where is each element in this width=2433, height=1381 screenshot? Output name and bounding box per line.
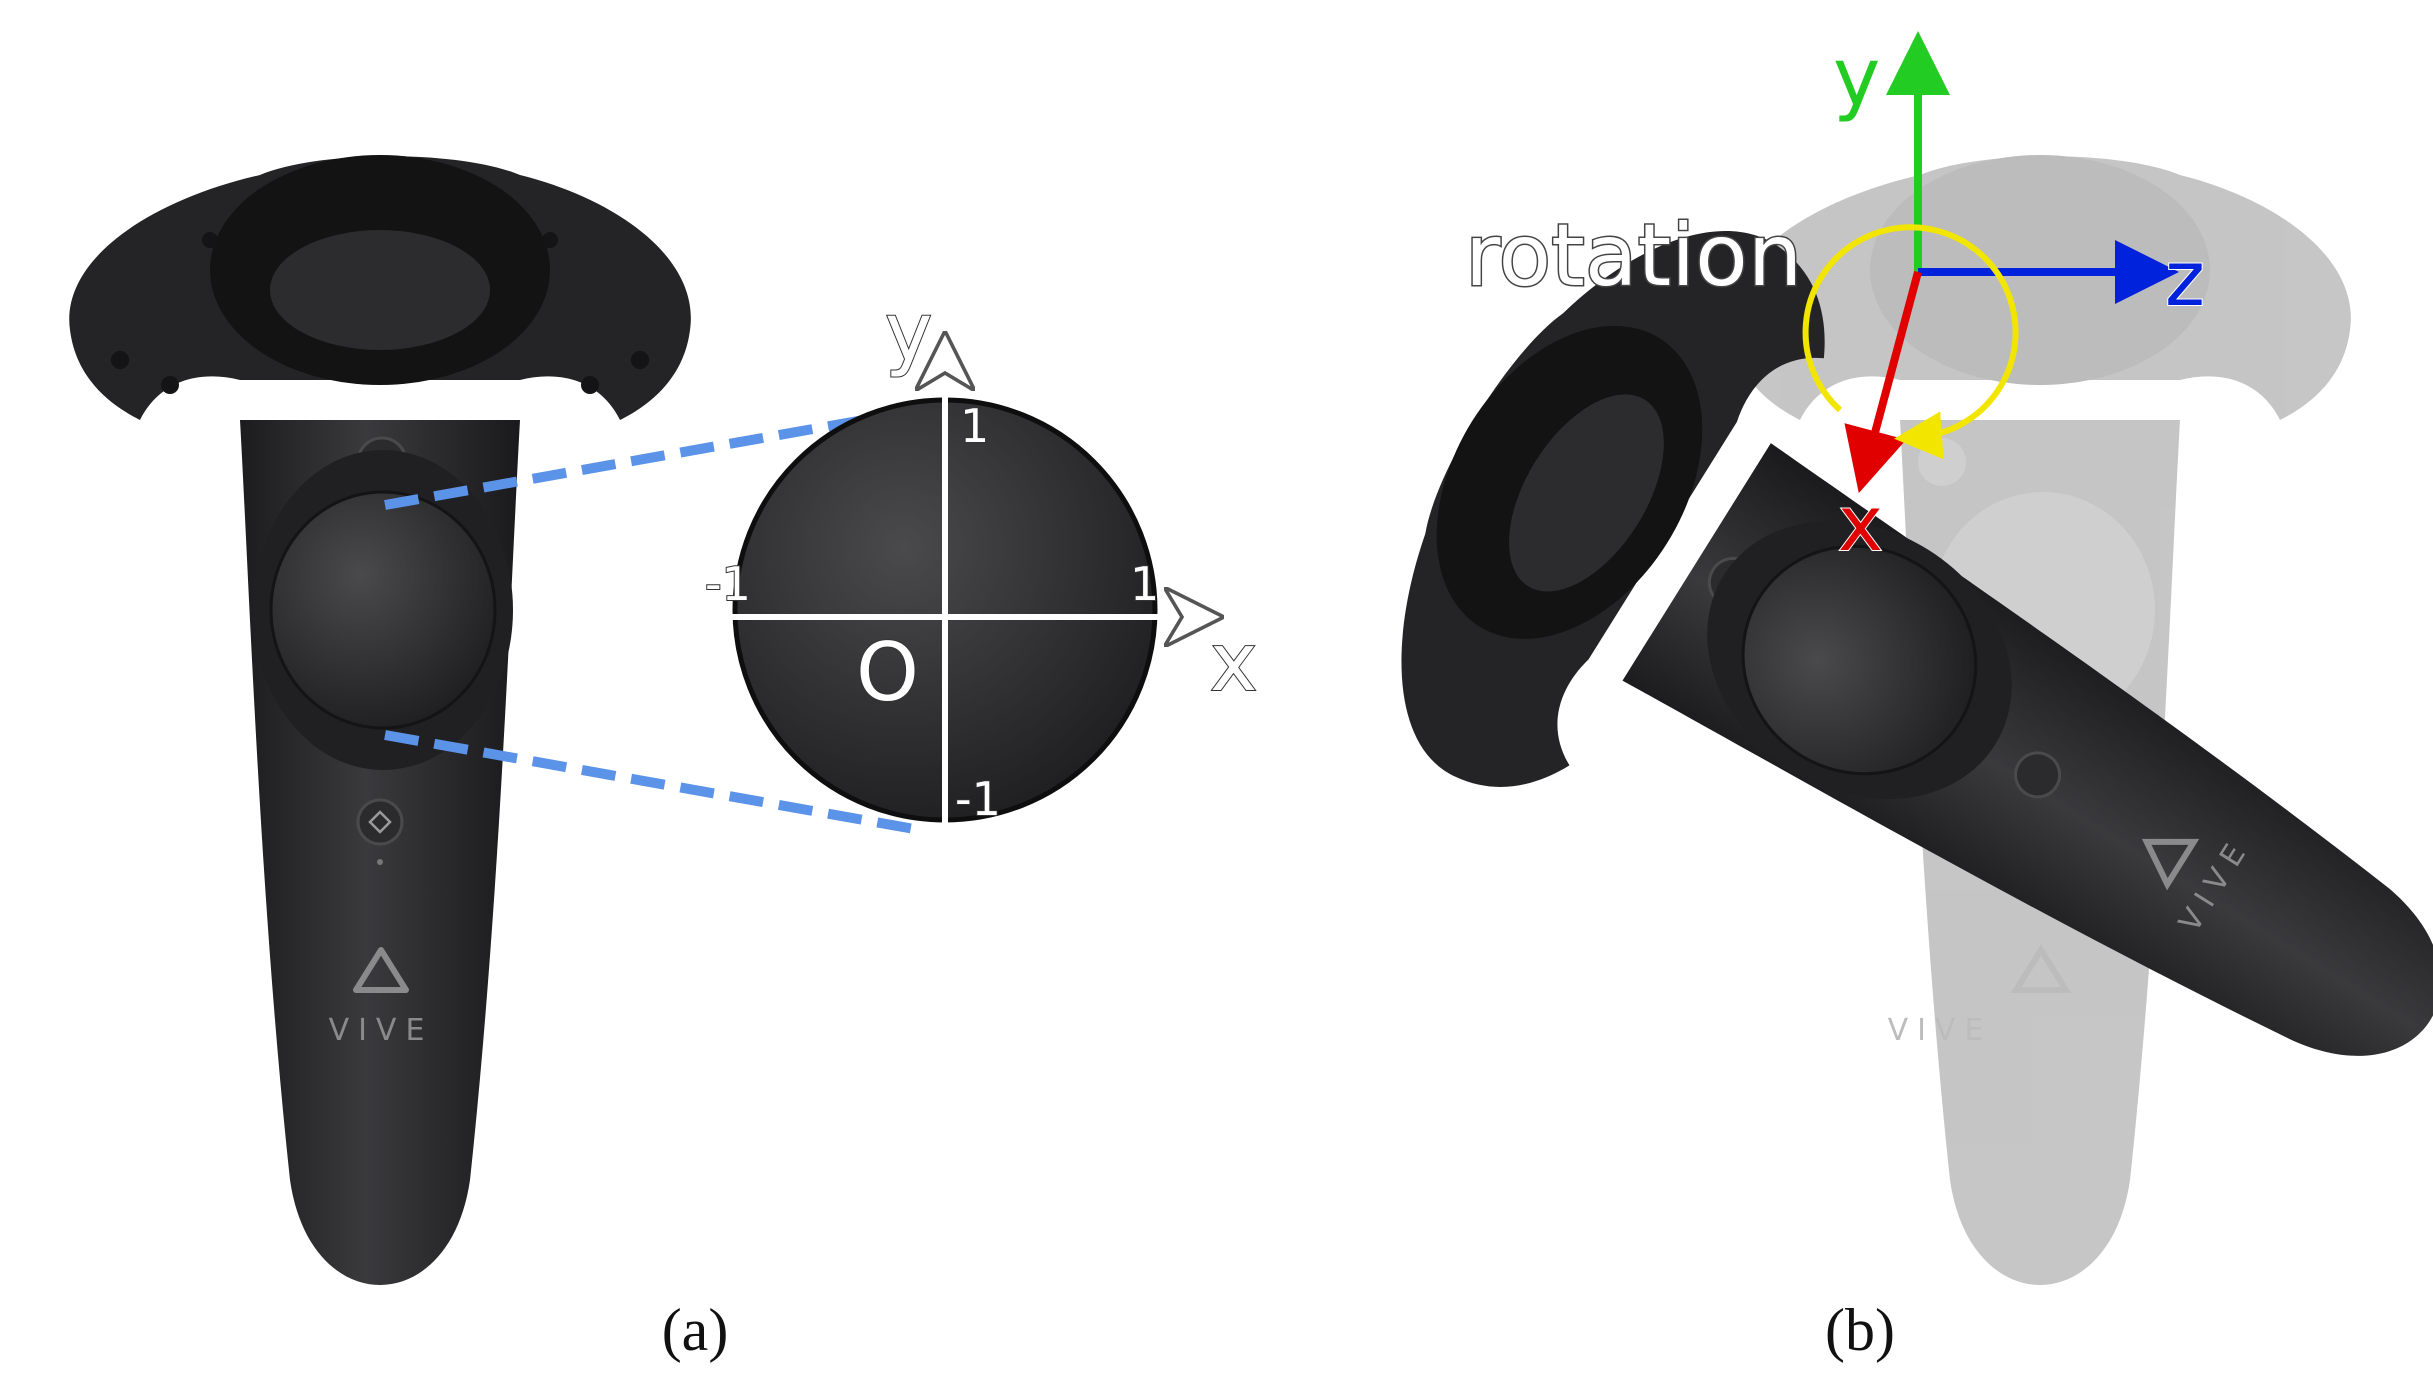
system-icon bbox=[368, 810, 392, 834]
vive-logo-icon bbox=[353, 947, 409, 993]
trackpad-link-top bbox=[384, 405, 921, 510]
trackpad-link-bottom bbox=[384, 730, 921, 835]
trackpad-y-neg-tick: -1 bbox=[955, 772, 1001, 826]
status-led bbox=[377, 859, 383, 865]
trackpad-x-neg-tick: -1 bbox=[705, 557, 751, 611]
axis-x-arrow bbox=[1844, 270, 1922, 494]
vive-controller-rotated: VIVE bbox=[1401, 231, 2433, 1056]
trackpad-x-pos-tick: 1 bbox=[1130, 557, 1159, 611]
trackpad-y-label: y bbox=[885, 286, 932, 379]
trackpad-y-pos-tick: 1 bbox=[960, 399, 989, 453]
panel-b: VIVE VIVE rotation y z x (b) bbox=[1401, 30, 2433, 1363]
axis-z-label: z bbox=[2165, 234, 2205, 323]
rotation-arrow bbox=[1802, 224, 2019, 460]
controller-brand-text: VIVE bbox=[329, 1013, 434, 1048]
trackpad-x-label: x bbox=[1210, 616, 1257, 709]
axis-y-label: y bbox=[1833, 31, 1880, 124]
trackpad-origin-label: O bbox=[856, 626, 919, 719]
trackpad[interactable] bbox=[269, 490, 497, 730]
vive-controller-front: VIVE bbox=[69, 155, 691, 1285]
ghost-brand-text: VIVE bbox=[1888, 1013, 1993, 1048]
panel-a: VIVE x y O 1 -1 1 -1 (a) bbox=[69, 155, 1258, 1363]
trackpad-enlarged: x y O 1 -1 1 -1 bbox=[704, 285, 1258, 850]
panel-a-caption: (a) bbox=[662, 1297, 729, 1363]
controller-ring-inner bbox=[270, 230, 490, 350]
axis-x-label: x bbox=[1838, 479, 1883, 568]
rotation-label: rotation bbox=[1465, 206, 1802, 306]
panel-b-caption: (b) bbox=[1825, 1297, 1895, 1363]
controller-sensor-dimples bbox=[111, 232, 649, 394]
system-button[interactable] bbox=[356, 798, 404, 846]
